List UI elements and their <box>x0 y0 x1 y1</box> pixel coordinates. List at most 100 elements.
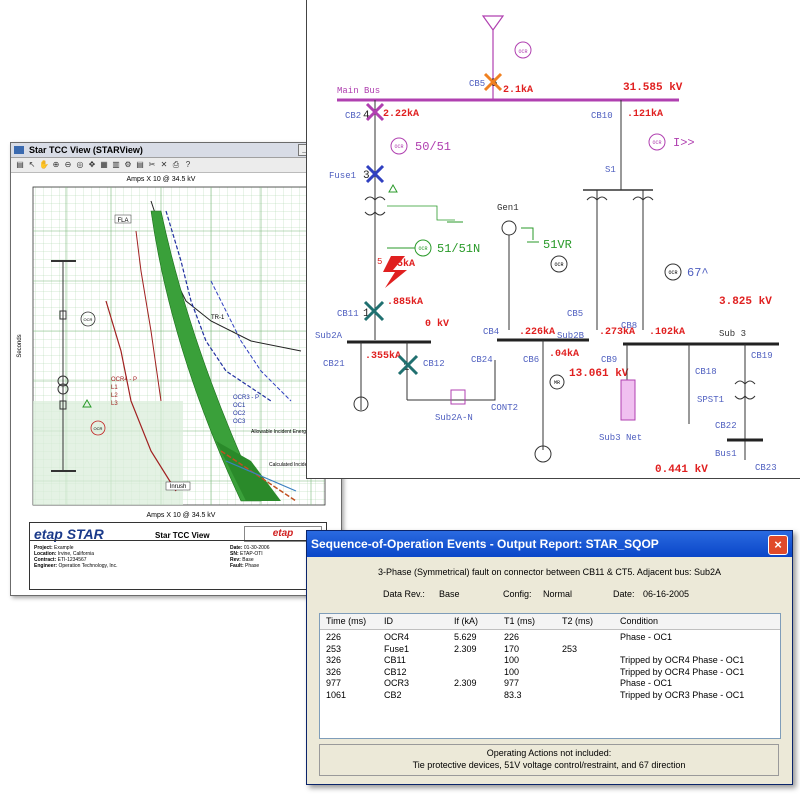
cb5-label: CB5 <box>469 79 485 89</box>
col-if[interactable]: If (kA) <box>454 616 478 626</box>
utility-icon[interactable] <box>481 15 505 32</box>
transformer-3[interactable] <box>734 380 756 400</box>
inrush-label: Inrush <box>170 484 187 490</box>
sub2a-label: Sub2A <box>315 331 343 341</box>
s1-label: S1 <box>605 165 616 175</box>
oc3-label: OC3 <box>233 419 246 425</box>
transformer-1[interactable] <box>364 196 386 216</box>
events-table[interactable]: Time (ms) ID If (kA) T1 (ms) T2 (ms) Con… <box>319 613 781 739</box>
col-t2[interactable]: T2 (ms) <box>562 616 593 626</box>
fault-marker: 5 <box>377 257 382 267</box>
cb5-ocr-relay[interactable] <box>514 41 532 59</box>
notes-panel: Operating Actions not included: Tie prot… <box>319 744 779 776</box>
close-button[interactable]: × <box>768 535 788 555</box>
date-value: 06-16-2005 <box>643 589 690 599</box>
table-cell: 226 <box>326 632 342 642</box>
load-icon[interactable] <box>534 445 552 463</box>
cb6-ka: .04kA <box>549 348 579 360</box>
oc1-label: OC1 <box>233 403 246 409</box>
zoom-fit-icon[interactable]: ◎ <box>76 160 84 169</box>
cb19-label: CB19 <box>751 351 773 361</box>
oneline-diagram[interactable]: OCR CB5 5 2.1kA Main Bus 31.585 kV CB2 4… <box>306 0 800 479</box>
cb8-ka: .102kA <box>649 326 685 338</box>
mr-icon[interactable] <box>549 374 565 390</box>
fuse1-label: Fuse1 <box>329 171 356 181</box>
oneline-canvas[interactable]: OCR CB5 5 2.1kA Main Bus 31.585 kV CB2 4… <box>307 0 800 478</box>
gen1-icon[interactable] <box>501 220 517 236</box>
cb22-label: CB22 <box>715 421 737 431</box>
cb5-ocr-label: OCR <box>518 49 527 55</box>
tcc-titlebar[interactable]: Star TCC View (STARView) _ □ × <box>11 143 341 158</box>
table-cell: 1061 <box>326 689 347 700</box>
main-bus-label: Main Bus <box>337 86 380 96</box>
mini-ocr-relay <box>80 311 96 327</box>
zoom-out-icon[interactable]: ⊖ <box>64 160 72 169</box>
sqop-window[interactable]: Sequence-of-Operation Events - Output Re… <box>306 530 793 785</box>
table-cell: 253 <box>326 643 342 654</box>
relay-67-label: 67^ <box>687 266 709 280</box>
grid-icon[interactable]: ▦ <box>100 160 108 169</box>
cut-icon[interactable]: ✂ <box>148 160 156 169</box>
col-time[interactable]: Time (ms) <box>326 616 367 626</box>
ocr3-curve <box>165 210 272 402</box>
calculated-energy-line <box>225 460 297 492</box>
help-icon[interactable]: ? <box>185 160 191 169</box>
motor-icon[interactable] <box>353 396 369 412</box>
table-cell: 226 <box>504 632 520 642</box>
mini-oneline <box>51 260 76 472</box>
gen-ocr-label: OCR <box>554 262 563 268</box>
relay-5151n-icon[interactable] <box>414 239 432 257</box>
hand-icon[interactable]: ✋ <box>39 160 49 169</box>
fuse1-sequence-marker: 3 <box>363 170 370 182</box>
sub2a-n-icon[interactable] <box>450 389 466 405</box>
sub2a-kv: 0 kV <box>425 318 449 330</box>
zoom-in-icon[interactable]: ⊕ <box>52 160 60 169</box>
table-cell: 253 <box>562 643 578 654</box>
calculated-energy-label: Calculated Incident Energy <box>269 462 329 468</box>
gen-ocr-relay[interactable] <box>550 255 568 273</box>
settings-icon[interactable]: ⚙ <box>124 160 132 169</box>
sub2b-kv: 13.061 kV <box>569 368 629 380</box>
fault-ka: 5kA <box>397 258 415 270</box>
relay-5051-icon[interactable] <box>390 137 408 155</box>
col-t1[interactable]: T1 (ms) <box>504 616 535 626</box>
l2-label: L2 <box>111 393 118 399</box>
pointer-icon[interactable]: ↖ <box>28 160 36 169</box>
export-icon[interactable]: ⎙ <box>172 160 180 169</box>
inrush-box <box>165 481 191 491</box>
table-cell: 100 <box>504 655 520 665</box>
relay-67-icon[interactable] <box>664 263 682 281</box>
col-condition[interactable]: Condition <box>620 616 659 626</box>
relay-5151n-ocr: OCR <box>418 246 427 252</box>
table-cell: OCR3 <box>384 678 410 688</box>
transformer-2[interactable] <box>586 196 654 201</box>
table-cell: 2.309 <box>454 678 477 688</box>
cb8-label: CB8 <box>621 321 637 331</box>
sqop-titlebar[interactable]: Sequence-of-Operation Events - Output Re… <box>307 531 792 557</box>
sub3-net-icon[interactable] <box>620 379 636 421</box>
table-icon[interactable]: ▥ <box>112 160 120 169</box>
pan-icon[interactable]: ✥ <box>88 160 96 169</box>
col-id[interactable]: ID <box>384 616 393 626</box>
tcc-window[interactable]: Star TCC View (STARView) _ □ × ▤ ↖ ✋ ⊕ ⊖… <box>10 142 342 596</box>
tcc-title: Star TCC View (STARView) <box>29 145 143 155</box>
relay-i-icon[interactable] <box>648 133 666 151</box>
print-icon[interactable]: ▤ <box>16 160 24 169</box>
cb24-label: CB24 <box>471 355 493 365</box>
cb11-label: CB11 <box>337 309 359 319</box>
tcc-plot[interactable]: Amps X 10 @ 34.5 kV Seconds OCR OCR <box>11 171 341 521</box>
bus1-kv: 0.441 kV <box>655 464 708 476</box>
delete-icon[interactable]: ✕ <box>160 160 168 169</box>
table-cell: Fuse1 <box>384 643 410 654</box>
layers-icon[interactable]: ▤ <box>136 160 144 169</box>
mini-delta-icon <box>82 398 92 408</box>
fuse1-trip-marker <box>365 164 385 184</box>
table-cell: 5.629 <box>454 632 477 642</box>
fault-icon <box>383 256 407 288</box>
